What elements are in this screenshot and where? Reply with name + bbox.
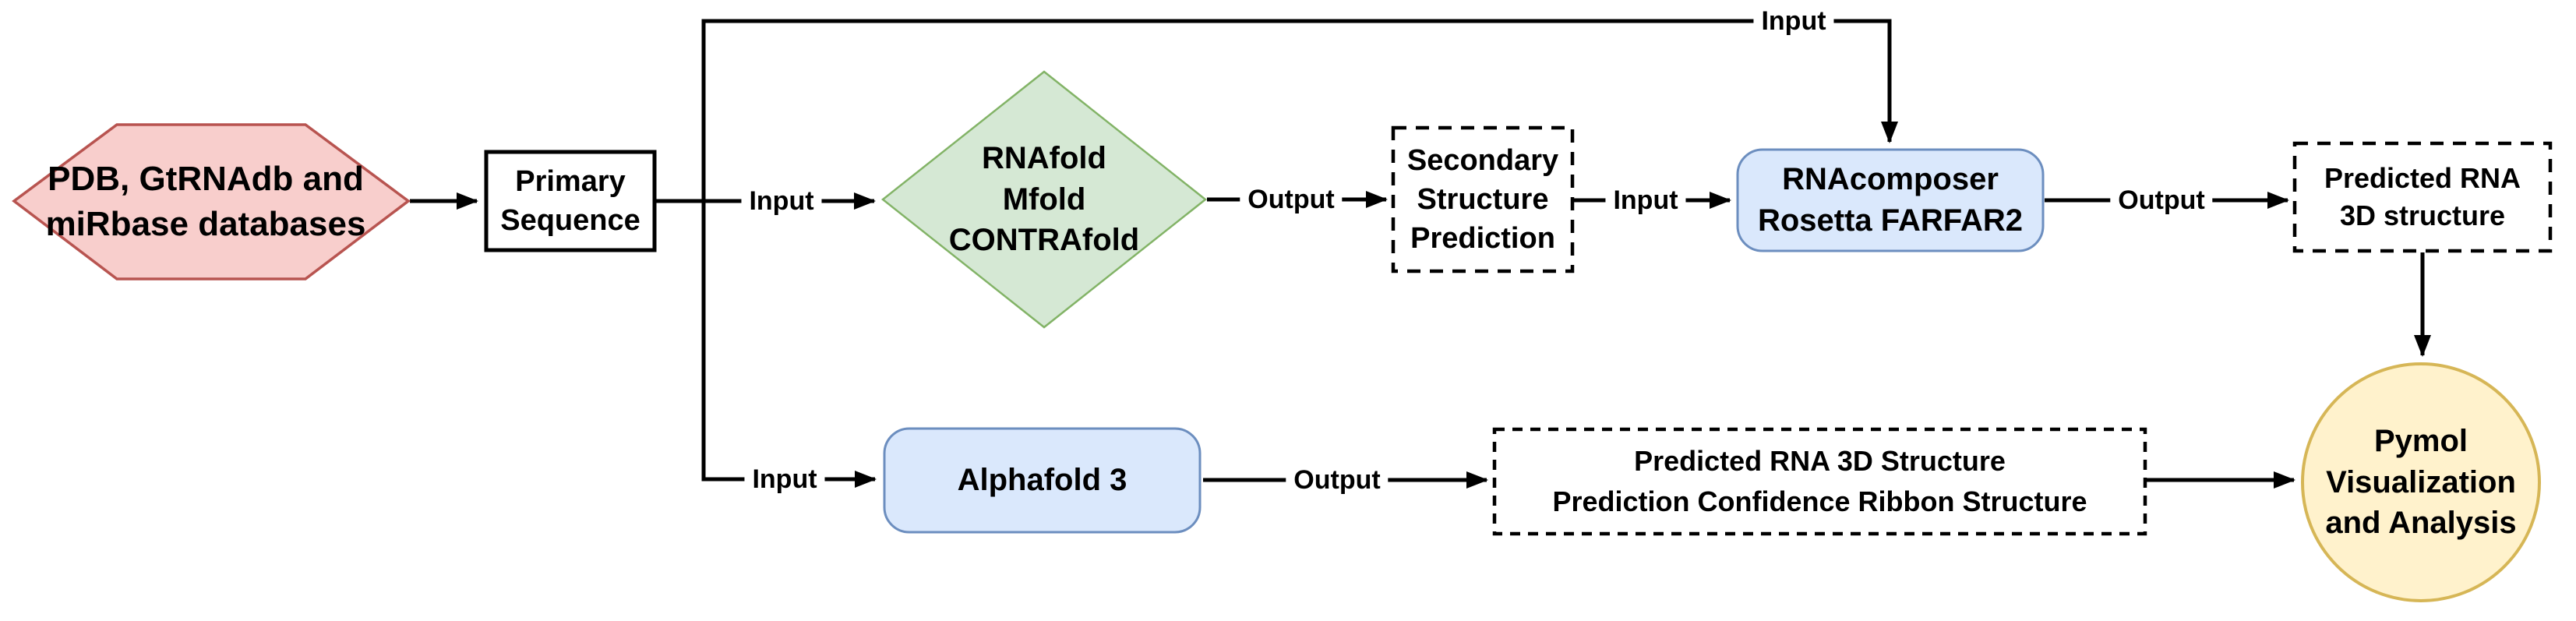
folding-tools-diamond <box>880 70 1208 329</box>
secondary-structure-box <box>1391 125 1575 273</box>
primary-sequence-box <box>484 150 657 252</box>
edge-primary-to-alphafold-arrow <box>701 201 877 488</box>
edge-label-input-secondary: Input <box>1605 185 1686 215</box>
edge-label-output-tertiary: Output <box>2110 185 2213 215</box>
tertiary-tools-box <box>1736 148 2045 252</box>
predicted-3d-box <box>2292 141 2553 253</box>
pymol-circle <box>2301 362 2541 602</box>
edge-label-output-folding: Output <box>1240 185 1343 214</box>
alphafold-box <box>883 427 1202 534</box>
alphafold-output-box <box>1492 427 2147 536</box>
edge-label-input-tertiary-top: Input <box>1753 6 1834 36</box>
edge-label-input-folding: Input <box>741 186 822 216</box>
edge-label-output-alphafold: Output <box>1286 465 1389 495</box>
edge-label-input-alphafold: Input <box>744 464 825 494</box>
edge-primary-to-tertiary-arrow <box>701 19 1898 201</box>
databases-hexagon <box>12 123 411 281</box>
